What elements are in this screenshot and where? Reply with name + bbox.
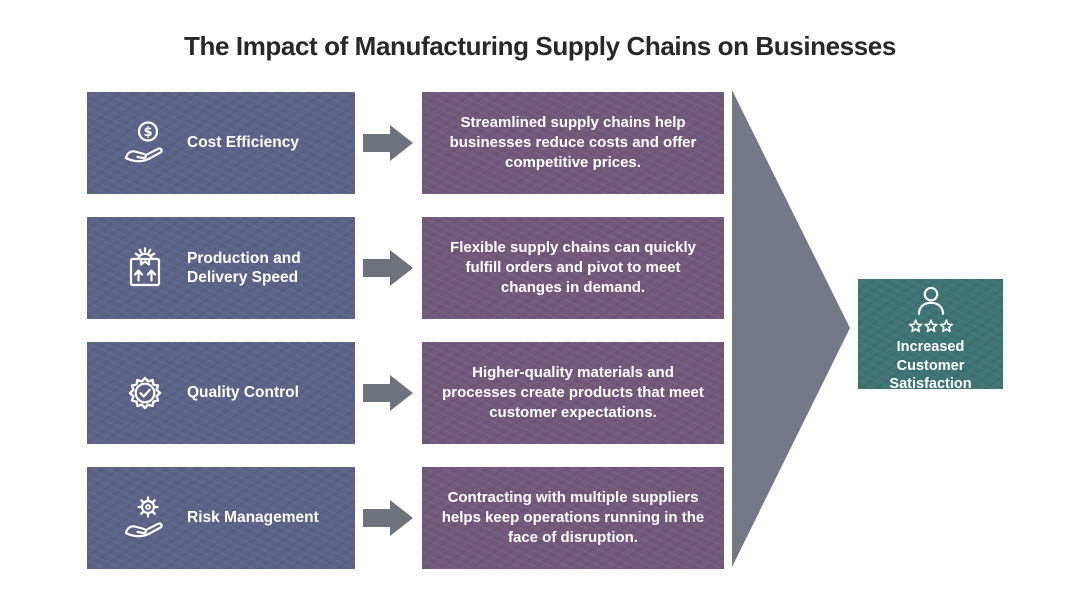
description-box: Contracting with multiple suppliers help…	[422, 467, 724, 569]
svg-text:$: $	[143, 125, 152, 140]
package-gear-arrows-icon	[120, 244, 170, 292]
converge-arrow	[732, 90, 850, 567]
right-arrow-icon	[363, 125, 413, 161]
flow-row-quality-control: Quality Control Higher-quality materials…	[87, 342, 724, 444]
hand-dollar-icon: $	[120, 119, 170, 167]
description-text: Streamlined supply chains help businesse…	[449, 114, 697, 171]
factor-label: Quality Control	[187, 384, 299, 402]
description-text: Flexible supply chains can quickly fulfi…	[450, 239, 696, 296]
result-label: Increased Customer Satisfaction	[889, 339, 972, 389]
customer-stars-icon	[899, 286, 963, 336]
factor-label: Risk Management	[187, 509, 319, 527]
page-title: The Impact of Manufacturing Supply Chain…	[184, 31, 896, 61]
right-arrow-icon	[363, 500, 413, 536]
factor-box: Production and Delivery Speed	[87, 217, 355, 319]
factor-box: Risk Management	[87, 467, 355, 569]
right-arrow-icon	[363, 250, 413, 286]
right-arrow-icon	[363, 375, 413, 411]
factor-label: Production and Delivery Speed	[187, 249, 301, 286]
description-text: Higher-quality materials and processes c…	[442, 364, 704, 421]
flow-row-production-delivery-speed: Production and Delivery Speed Flexible s…	[87, 217, 724, 319]
description-text: Contracting with multiple suppliers help…	[441, 489, 705, 546]
result-box: Increased Customer Satisfaction	[858, 279, 1003, 389]
factor-label: Cost Efficiency	[187, 134, 299, 152]
flow-row-cost-efficiency: $ Cost Efficiency Streamlined supply cha…	[87, 92, 724, 194]
description-box: Higher-quality materials and processes c…	[422, 342, 724, 444]
description-box: Flexible supply chains can quickly fulfi…	[422, 217, 724, 319]
factor-box: Quality Control	[87, 342, 355, 444]
quality-badge-check-icon	[120, 369, 170, 417]
description-box: Streamlined supply chains help businesse…	[422, 92, 724, 194]
flow-row-risk-management: Risk Management Contracting with multipl…	[87, 467, 724, 569]
hand-gear-icon	[120, 494, 170, 542]
factor-box: $ Cost Efficiency	[87, 92, 355, 194]
